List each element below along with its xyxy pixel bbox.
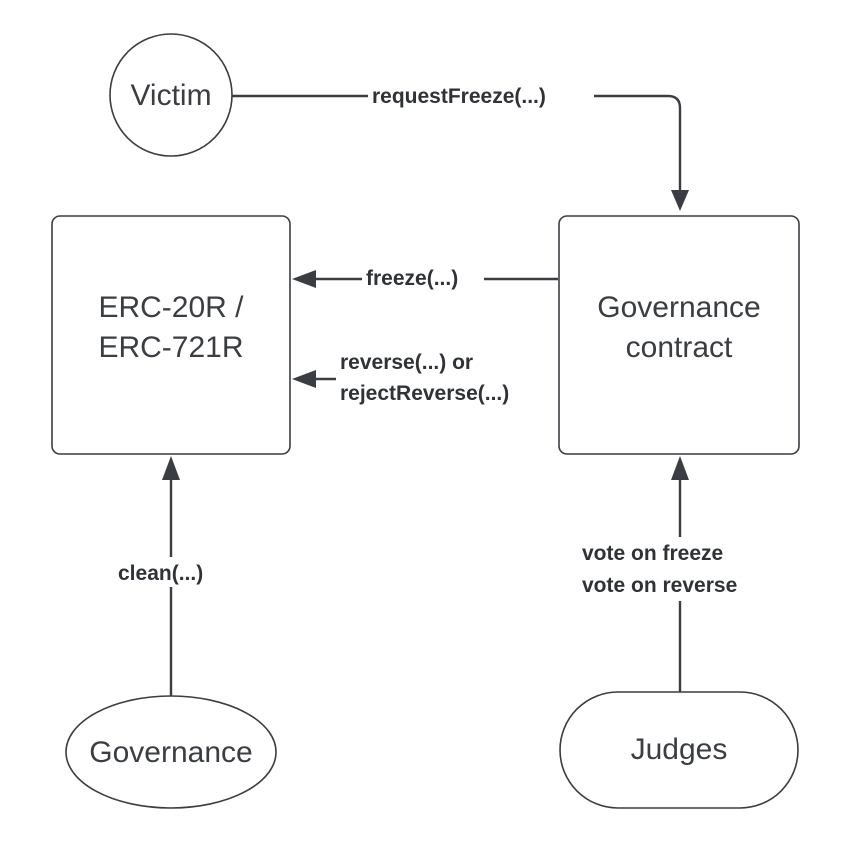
node-governance-contract-label-line1: Governance: [597, 291, 760, 324]
node-victim: Victim: [109, 33, 233, 157]
edge-request-freeze: requestFreeze(...): [231, 80, 689, 211]
node-governance: Governance: [65, 695, 277, 809]
node-erc-token: ERC-20R / ERC-721R: [51, 215, 291, 455]
edge-vote: vote on freeze vote on reverse: [578, 456, 782, 692]
arrowhead-up: [162, 456, 180, 480]
node-governance-label: Governance: [89, 736, 252, 769]
edge-freeze: freeze(...): [292, 263, 558, 293]
edge-label-request-freeze: requestFreeze(...): [372, 85, 546, 108]
node-victim-label: Victim: [130, 79, 211, 112]
arrowhead-left: [292, 370, 316, 388]
edge-label-clean: clean(...): [118, 562, 203, 585]
node-erc-token-label-line2: ERC-721R: [98, 331, 243, 364]
arrowhead-left: [292, 270, 316, 288]
node-erc-token-label-line1: ERC-20R /: [98, 291, 244, 324]
edge-label-vote-line1: vote on freeze: [582, 542, 723, 565]
node-judges: Judges: [559, 691, 799, 809]
edge-reverse: reverse(...) or rejectReverse(...): [292, 346, 558, 408]
arrowhead-down: [671, 190, 689, 211]
edge-label-reverse-line2: rejectReverse(...): [340, 382, 509, 405]
node-governance-contract-label-line2: contract: [626, 331, 733, 364]
node-governance-contract: Governance contract: [558, 215, 800, 455]
node-judges-label: Judges: [631, 733, 728, 766]
edge-label-reverse-line1: reverse(...) or: [340, 351, 473, 374]
edge-label-vote-line2: vote on reverse: [582, 574, 737, 597]
edge-clean: clean(...): [112, 456, 230, 697]
edge-label-freeze: freeze(...): [366, 267, 458, 290]
arrowhead-up: [671, 456, 689, 480]
